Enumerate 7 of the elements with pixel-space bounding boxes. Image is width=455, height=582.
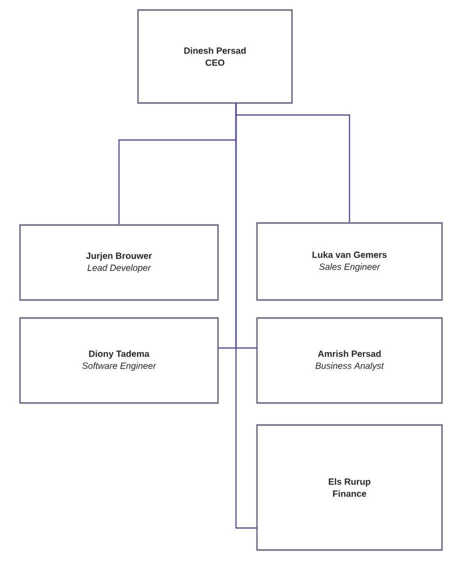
person-box: Amrish Persad Business Analyst [256, 317, 443, 404]
connector-line [235, 103, 257, 529]
person-box: Diony Tadema Software Engineer [19, 317, 219, 404]
person-box: Els Rurup Finance [256, 424, 443, 551]
person-box: Jurjen Brouwer Lead Developer [19, 224, 219, 301]
person-box: Dinesh Persad CEO [137, 9, 293, 104]
person-box: Luka van Gemers Sales Engineer [256, 222, 443, 301]
